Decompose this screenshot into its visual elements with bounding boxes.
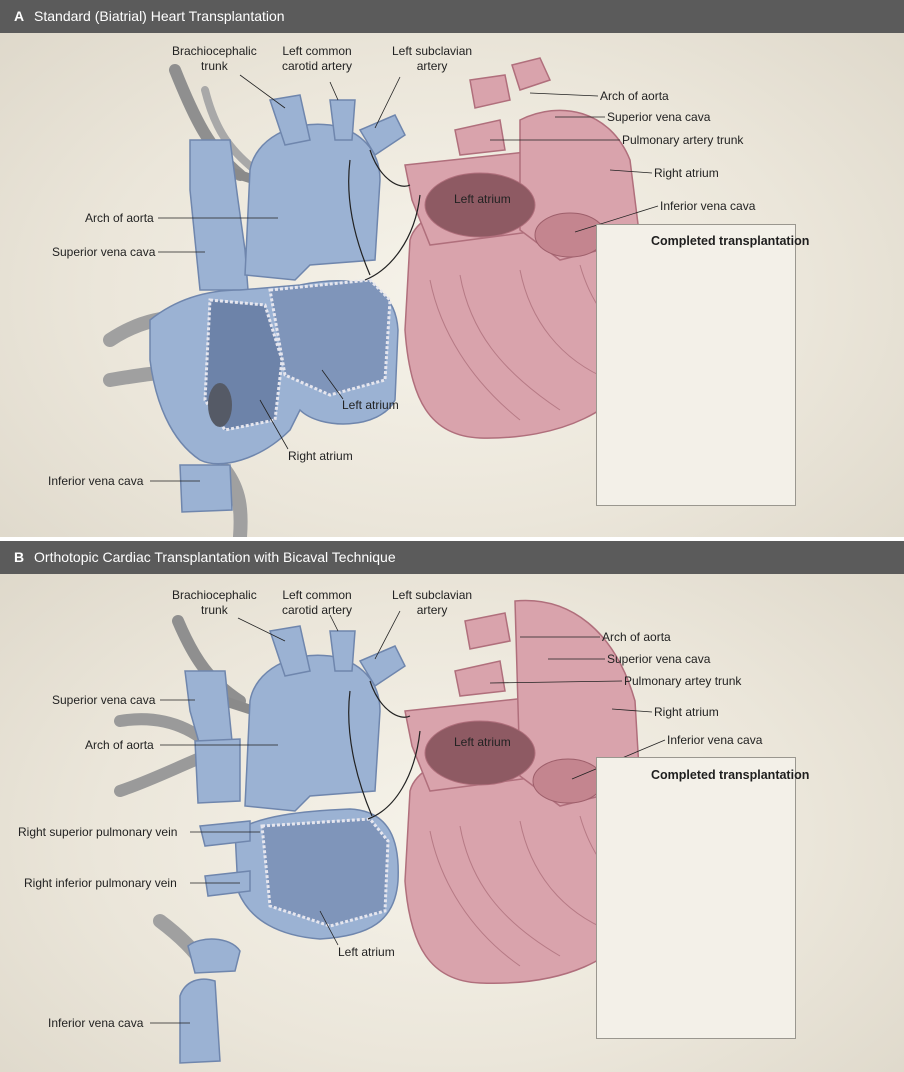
label-a-brachiocephalic-trunk: Brachiocephalic trunk	[172, 44, 257, 73]
panel-b-letter: B	[14, 549, 25, 565]
suture-lines-a	[348, 149, 421, 281]
label-a-superior-vena-cava-donor: Superior vena cava	[607, 110, 711, 124]
label-b-left-subclavian: Left subclavian artery	[392, 588, 473, 617]
label-a-right-atrium-donor: Right atrium	[654, 166, 719, 180]
inset-b-title: Completed transplantation	[651, 768, 810, 782]
panel-b-header: B Orthotopic Cardiac Transplantation wit…	[0, 541, 904, 574]
label-b-inferior-vena-cava-donor: Inferior vena cava	[667, 733, 763, 747]
inset-a-completed-heart	[596, 252, 904, 504]
leader-lines-b	[150, 610, 666, 1024]
label-b-brachiocephalic-trunk: Brachiocephalic trunk	[172, 588, 257, 617]
inset-b-frame	[596, 757, 796, 1039]
inset-a-title: Completed transplantation	[651, 234, 810, 248]
label-b-right-superior-pulmonary-vein: Right superior pulmonary vein	[18, 825, 178, 839]
label-b-left-atrium-recipient: Left atrium	[338, 945, 395, 959]
panel-a-letter: A	[14, 8, 25, 24]
label-b-left-atrium-donor: Left atrium	[454, 735, 511, 749]
label-a-inferior-vena-cava-donor: Inferior vena cava	[660, 199, 756, 213]
label-a-left-atrium-donor: Left atrium	[454, 192, 511, 206]
label-b-pulmonary-artery-trunk: Pulmonary artey trunk	[624, 674, 742, 688]
label-b-right-inferior-pulmonary-vein: Right inferior pulmonary vein	[24, 876, 177, 890]
label-a-right-atrium-recipient: Right atrium	[288, 449, 353, 463]
panel-a-title: Standard (Biatrial) Heart Transplantatio…	[34, 8, 285, 24]
recipient-atrial-cuffs-a	[203, 278, 392, 432]
label-b-right-atrium-donor: Right atrium	[654, 705, 719, 719]
panel-a-header: A Standard (Biatrial) Heart Transplantat…	[0, 0, 904, 33]
panel-b-title: Orthotopic Cardiac Transplantation with …	[34, 549, 396, 565]
inset-a-frame	[596, 224, 796, 506]
panel-b-bicaval-technique: B Orthotopic Cardiac Transplantation wit…	[0, 541, 904, 1072]
suture-lines-b	[348, 680, 421, 820]
recipient-left-atrial-cuff-b	[260, 817, 390, 928]
label-b-inferior-vena-cava-recipient: Inferior vena cava	[48, 1016, 144, 1030]
panel-b-illustration	[114, 599, 666, 1064]
donor-ivc-opening-a	[534, 212, 606, 258]
label-b-left-common-carotid: Left common carotid artery	[282, 588, 353, 617]
label-a-arch-of-aorta-recipient: Arch of aorta	[85, 211, 154, 225]
label-a-inferior-vena-cava-recipient: Inferior vena cava	[48, 474, 144, 488]
panel-a-illustration	[103, 57, 659, 537]
label-b-superior-vena-cava-recipient: Superior vena cava	[52, 693, 156, 707]
label-a-superior-vena-cava-recipient: Superior vena cava	[52, 245, 156, 259]
label-a-pulmonary-artery-trunk: Pulmonary artery trunk	[622, 133, 744, 147]
donor-left-atrium-opening-a	[424, 172, 536, 238]
donor-ivc-opening-b	[532, 758, 604, 804]
donor-left-atrium-opening-b	[424, 720, 536, 786]
donor-heart-b	[404, 599, 645, 984]
label-a-left-common-carotid: Left common carotid artery	[282, 44, 353, 73]
label-a-left-atrium-recipient: Left atrium	[342, 398, 399, 412]
leader-lines-a	[150, 74, 659, 482]
label-b-arch-of-aorta-donor: Arch of aorta	[602, 630, 671, 644]
label-b-arch-of-aorta-recipient: Arch of aorta	[85, 738, 154, 752]
inset-b-completed-heart	[596, 787, 904, 1037]
label-a-arch-of-aorta-donor: Arch of aorta	[600, 89, 669, 103]
label-a-left-subclavian: Left subclavian artery	[392, 44, 473, 73]
panel-a-standard-biatrial: A Standard (Biatrial) Heart Transplantat…	[0, 0, 904, 537]
label-b-superior-vena-cava-donor: Superior vena cava	[607, 652, 711, 666]
